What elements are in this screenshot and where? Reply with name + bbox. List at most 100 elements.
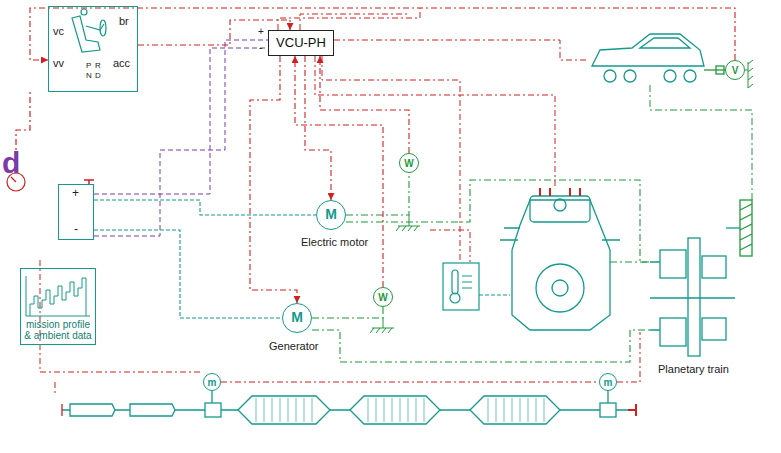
grounds — [370, 328, 394, 333]
controller-wires — [94, 48, 268, 194]
exhaust-line — [600, 403, 616, 417]
engine — [554, 199, 566, 211]
catalyst-cells — [512, 398, 513, 422]
grounds — [383, 318, 384, 328]
signal-connector — [30, 8, 735, 60]
catalyst-cells — [408, 398, 409, 422]
thermostat — [450, 293, 460, 303]
catalyst-cells — [384, 398, 385, 422]
driver-figure — [81, 9, 87, 15]
catalyst-cells — [544, 398, 545, 422]
slide-fragment: d — [2, 146, 20, 179]
catalyst-cells — [304, 398, 305, 422]
mission-profile-block: mission profile & ambient data — [20, 268, 96, 345]
catalyst-cells — [264, 398, 265, 422]
catalyst-cells — [488, 398, 489, 422]
vehicle — [704, 69, 725, 70]
engine — [500, 228, 620, 240]
planetary-gear — [702, 256, 726, 278]
planetary-gear — [702, 318, 726, 340]
catalyst-cells — [280, 398, 281, 422]
vehicle — [592, 34, 725, 82]
node-text: Generator — [269, 340, 319, 352]
node-text: m — [208, 377, 217, 388]
vehicle — [716, 66, 724, 74]
driver-block: vcvvbracc — [48, 6, 138, 92]
catalyst-cells — [288, 398, 289, 422]
node-text: br — [119, 15, 129, 27]
grounds — [748, 60, 753, 88]
catalyst-cells — [368, 398, 369, 422]
vehicle — [604, 70, 616, 82]
signal-connector — [250, 56, 297, 303]
vehicle — [664, 70, 676, 82]
engine — [540, 188, 580, 196]
exhaust-line — [238, 396, 330, 424]
grounds — [409, 215, 410, 226]
exhaust-line — [205, 403, 221, 417]
signal-connector — [320, 56, 409, 153]
gear-letter: R — [95, 62, 101, 71]
thermostat — [479, 294, 510, 295]
battery-block: +- — [58, 184, 94, 240]
gear-letter: D — [95, 72, 101, 81]
vcu-box: VCU-PH — [268, 30, 334, 56]
signal-wires — [617, 332, 640, 382]
engine — [500, 188, 620, 330]
node-text: Electric motor — [301, 236, 368, 248]
catalyst-cells — [400, 398, 401, 422]
catalyst-cells — [296, 398, 297, 422]
gear-letter: N — [86, 72, 92, 81]
signal-connector — [312, 307, 383, 318]
planetary-gear — [660, 250, 686, 278]
exhaust-line — [212, 391, 608, 403]
vehicle — [624, 70, 636, 82]
planetary-gear — [650, 200, 752, 356]
planetary-gear — [740, 200, 752, 256]
catalyst-cells — [376, 398, 377, 422]
catalyst-cells — [312, 398, 313, 422]
catalyst-cells — [504, 398, 505, 422]
planetary-gear — [688, 238, 700, 356]
node-text: acc — [113, 57, 130, 69]
velocity-sensor: V — [725, 60, 745, 80]
mission-chart — [30, 278, 86, 316]
exhaust-line — [628, 404, 636, 416]
signal-connector — [346, 173, 409, 215]
mass-flow-sensor: m — [599, 373, 617, 391]
thermostat — [462, 276, 472, 288]
mechanical-links — [610, 84, 752, 262]
node-text: vv — [53, 57, 64, 69]
exhaust-line — [130, 404, 175, 416]
pin-sign: + — [258, 26, 264, 37]
engine — [512, 200, 610, 330]
node-text: M — [291, 310, 303, 325]
mission-chart — [26, 276, 90, 316]
signal-wires — [430, 230, 470, 262]
exhaust-line — [62, 391, 636, 424]
catalyst-cells — [520, 398, 521, 422]
catalyst-cells — [256, 398, 257, 422]
signal-wires — [300, 14, 410, 30]
signal-wires — [278, 8, 420, 30]
exhaust-line — [70, 404, 115, 416]
signal-connector — [94, 200, 316, 215]
catalyst-cells — [256, 398, 544, 422]
grounds — [370, 60, 753, 333]
node-text: M — [325, 207, 337, 222]
node-text: m — [604, 377, 613, 388]
driver-figure — [72, 16, 100, 52]
mission-chart — [26, 276, 90, 316]
vehicle — [592, 34, 704, 66]
controller-wires — [94, 40, 268, 236]
node-text: mission profile & ambient data — [23, 319, 93, 341]
node-text: Planetary train — [658, 363, 729, 375]
engine — [536, 264, 584, 312]
vehicle — [684, 70, 696, 82]
thermostat — [443, 263, 479, 310]
controller-wires — [94, 40, 268, 236]
driver-figure — [72, 9, 106, 52]
signal-connector — [305, 56, 331, 200]
signal-connector — [221, 381, 599, 382]
